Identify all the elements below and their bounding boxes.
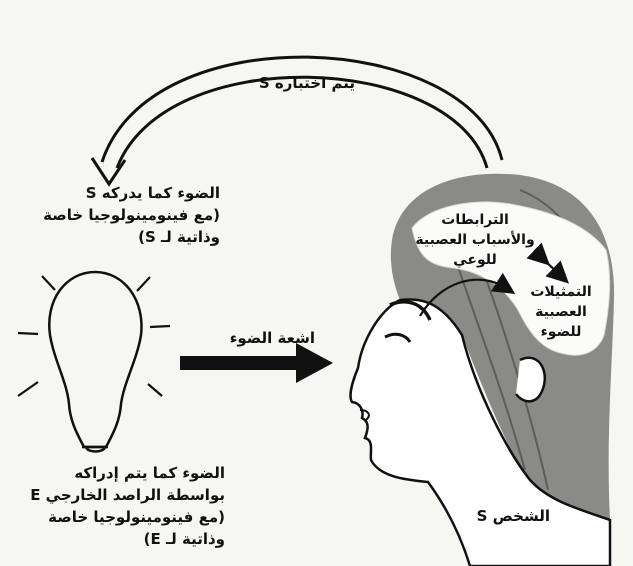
right-arrow-icon bbox=[180, 343, 333, 383]
neural-correlates-line-1: الترابطات bbox=[410, 210, 540, 230]
perceived-by-e-label: الضوء كما يتم إدراكه بواسطة الراصد الخار… bbox=[15, 462, 225, 550]
perceived-by-e-line-4: وذاتية لـ E) bbox=[15, 528, 225, 550]
perceived-by-e-line-2: بواسطة الراصد الخارجي E bbox=[15, 484, 225, 506]
neural-representations-line-1: التمثيلات bbox=[520, 282, 602, 302]
neural-representations-label: التمثيلات العصبية للضوء bbox=[520, 282, 602, 342]
light-bulb-icon bbox=[18, 272, 170, 452]
perceived-by-s-label: الضوء كما يدركه S (مع فينومينولوجيا خاصة… bbox=[25, 182, 220, 248]
subject-text: الشخص S bbox=[470, 505, 550, 527]
perceived-by-s-line-1: الضوء كما يدركه S bbox=[25, 182, 220, 204]
neural-correlates-label: الترابطات والأسباب العصبية للوعي bbox=[410, 210, 540, 270]
neural-correlates-line-2: والأسباب العصبية bbox=[410, 230, 540, 250]
light-rays-label: اشعة الضوء bbox=[205, 327, 315, 349]
top-arc-text: يتم اختباره S bbox=[235, 72, 355, 94]
perceived-by-e-line-1: الضوء كما يتم إدراكه bbox=[15, 462, 225, 484]
perceived-by-s-line-2: (مع فينومينولوجيا خاصة bbox=[25, 204, 220, 226]
neural-representations-line-3: للضوء bbox=[520, 322, 602, 342]
subject-label: الشخص S bbox=[470, 505, 550, 527]
top-arc-label: يتم اختباره S bbox=[235, 72, 355, 94]
light-rays-text: اشعة الضوء bbox=[205, 327, 315, 349]
perceived-by-e-line-3: (مع فينومينولوجيا خاصة bbox=[15, 506, 225, 528]
neural-representations-line-2: العصبية bbox=[520, 302, 602, 322]
perceived-by-s-line-3: وذاتية لـ S) bbox=[25, 226, 220, 248]
neural-correlates-line-3: للوعي bbox=[410, 250, 540, 270]
